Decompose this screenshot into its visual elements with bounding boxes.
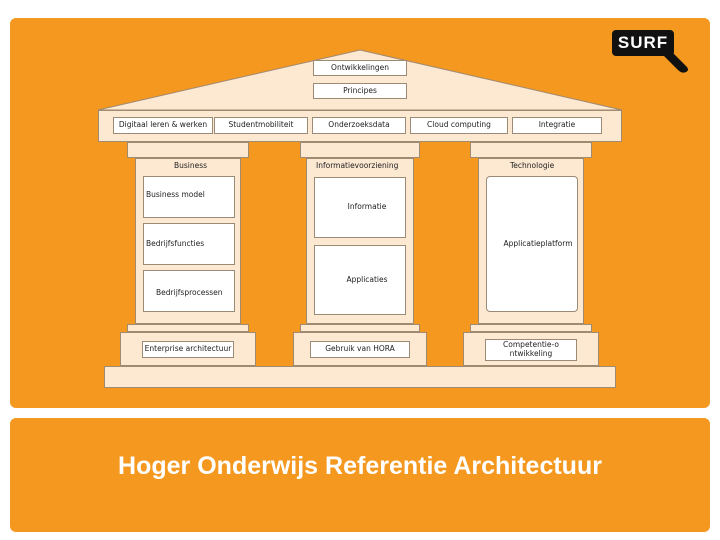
middle-pillar-base (300, 324, 420, 332)
left-pillar-item-label: Bedrijfsprocessen (156, 288, 223, 297)
surf-logo: SURF (612, 30, 692, 74)
left-pillar-capital (127, 142, 249, 158)
left-pillar-item-business-model: Business model (143, 176, 235, 218)
right-pillar-base (470, 324, 592, 332)
left-pillar-item-label: Bedrijfsfuncties (146, 238, 205, 248)
middle-pillar-item-informatie: Informatie (314, 177, 406, 238)
left-pillar-item-label: Business model (146, 190, 205, 199)
right-pillar-header: Technologie (510, 161, 555, 170)
middle-pillar-capital (300, 142, 420, 158)
middle-pillar-item-applicaties: Applicaties (314, 245, 406, 315)
left-pillar-base (127, 324, 249, 332)
right-pillar-footer-label: Competentie-ontwikkeling (503, 340, 559, 358)
right-pillar-footer: Competentie-ontwikkeling (485, 339, 577, 361)
right-pillar-item-applicatieplatform: Applicatieplatform (486, 176, 578, 312)
foundation-slab (104, 366, 616, 388)
lintel-item-cloud: Cloud computing (410, 117, 508, 134)
logo-hook-icon (664, 50, 688, 73)
middle-pillar-item-label: Informatie (347, 202, 387, 212)
lintel-item-onderzoeksdata: Onderzoeksdata (312, 117, 406, 134)
middle-pillar-header: Informatievoorziening (316, 161, 399, 170)
surf-logo-text: SURF (612, 30, 674, 56)
left-pillar-item-bedrijfsprocessen: Bedrijfsprocessen (143, 270, 235, 312)
lintel-item-studentmobiliteit: Studentmobiliteit (214, 117, 308, 134)
lintel-item-digitaal: Digitaal leren & werken (113, 117, 213, 134)
left-pillar-header: Business (174, 161, 208, 170)
middle-pillar-item-label: Applicaties (346, 274, 388, 284)
left-pillar-footer: Enterprise architectuur (142, 341, 234, 358)
roof-principes-label: Principes (313, 83, 407, 99)
page-title: Hoger Onderwijs Referentie Architectuur (118, 452, 602, 480)
left-pillar-item-bedrijfsfuncties: Bedrijfsfuncties (143, 223, 235, 265)
title-panel (10, 418, 710, 532)
roof-top-label: Ontwikkelingen (313, 60, 407, 76)
lintel-item-integratie: Integratie (512, 117, 602, 134)
middle-pillar-footer: Gebruik van HORA (310, 341, 410, 358)
right-pillar-capital (470, 142, 592, 158)
right-pillar-item-label: Applicatieplatform (503, 238, 573, 248)
